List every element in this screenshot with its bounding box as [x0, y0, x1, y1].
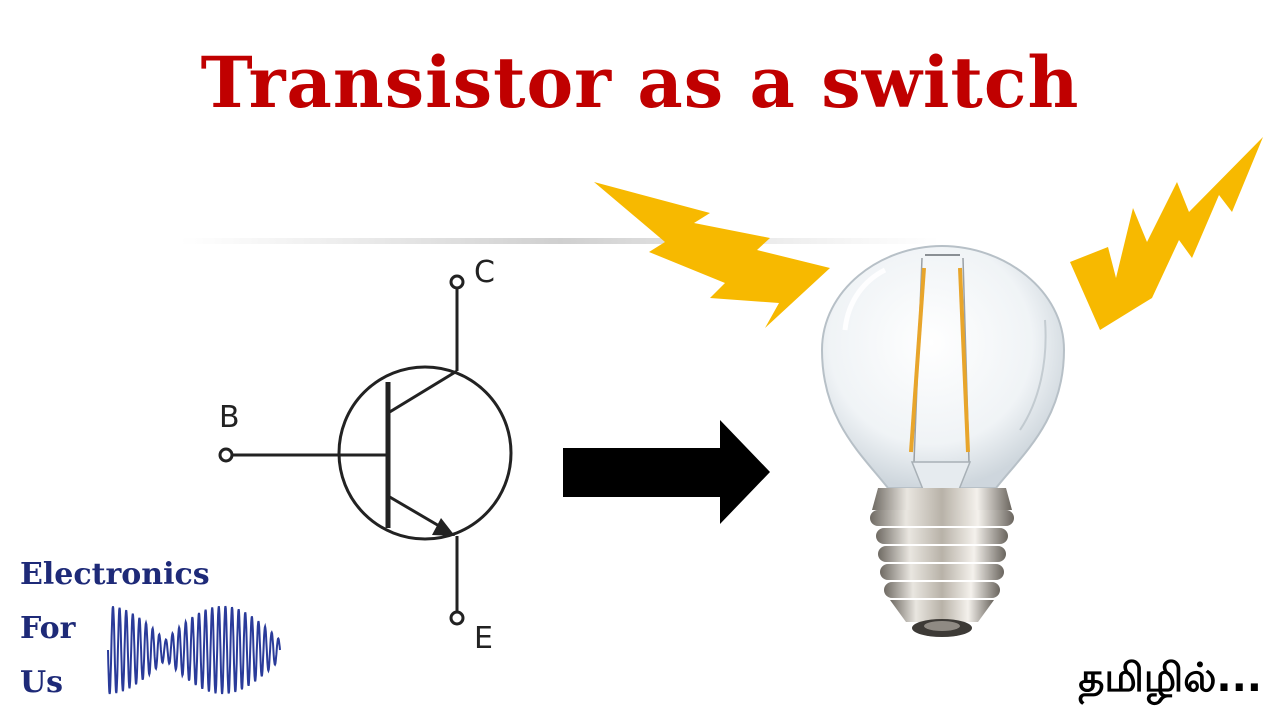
transistor-circle [337, 365, 513, 541]
collector-diagonal [387, 369, 458, 415]
collector-terminal [449, 274, 465, 290]
bulb-screw-base [870, 510, 1014, 637]
bulb-collar [872, 488, 1012, 510]
bulb-glass [820, 244, 1066, 489]
emitter-arrow [432, 518, 455, 536]
right-arrow-icon [563, 420, 770, 524]
transistor-symbol [218, 274, 513, 626]
filament-left [909, 267, 926, 453]
page-title: Transistor as a switch [200, 41, 1080, 124]
base-terminal [218, 447, 234, 463]
lightning-bolt-right-icon [1070, 137, 1263, 330]
logo-line-us: Us [20, 665, 64, 700]
emitter-terminal [449, 610, 465, 626]
emitter-label: E [474, 621, 493, 656]
background-stripe [180, 238, 940, 244]
emitter-diagonal [387, 494, 447, 532]
base-label: B [219, 400, 240, 435]
logo-waveform-icon [107, 605, 281, 695]
light-bulb [820, 244, 1066, 637]
language-caption: தமிழில்... [1078, 655, 1262, 701]
filament-right [958, 267, 970, 453]
logo-line-for: For [20, 611, 76, 646]
lightning-bolt-left-icon [594, 182, 830, 328]
logo-line-electronics: Electronics [20, 557, 210, 592]
collector-label: C [474, 255, 495, 290]
